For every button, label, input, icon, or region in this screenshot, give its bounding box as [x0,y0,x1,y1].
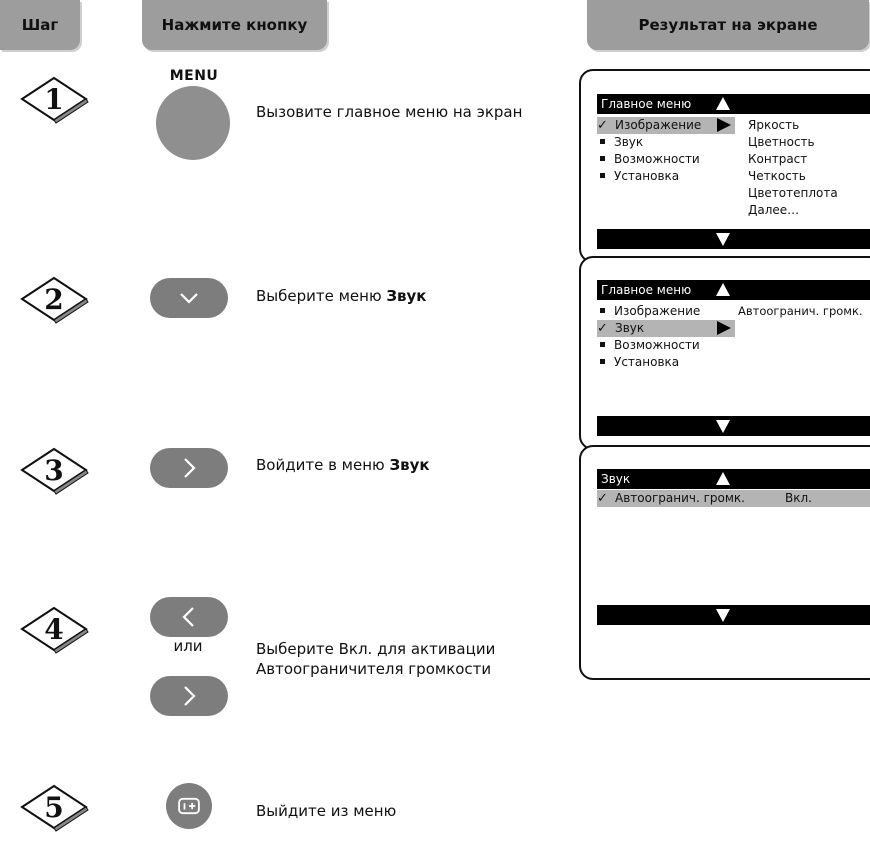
screen3-item-0: ✓ Автоогранич. громк. Вкл. [597,490,870,507]
screen1-sub-0: Яркость [748,118,800,132]
check-icon: ✓ [597,491,608,506]
bullet-icon [600,359,605,364]
chevron-right-icon [184,686,196,706]
chevron-down-icon [180,293,198,304]
left-button[interactable] [150,597,228,637]
or-label: или [173,637,203,655]
check-icon: ✓ [597,118,608,133]
screen1-sub-1: Цветность [748,135,815,149]
right-button[interactable] [150,676,228,716]
screen1-sub-5: Далее… [748,203,800,217]
up-arrow-icon [716,97,730,110]
diamond-icon [20,76,89,124]
screen2-item-3: Установка [597,354,679,371]
check-icon: ✓ [597,321,608,336]
screen2-item-0: Изображение [597,303,700,320]
instruction-5: Выйдите из меню [256,802,397,820]
screen3-title-bar: Звук [597,469,870,489]
screen3-item-label: Автоогранич. громк. [615,491,745,505]
chevron-left-icon [182,607,194,627]
step-number: 5 [44,790,64,824]
header-press-button: Нажмите кнопку [142,0,327,50]
step-number: 1 [44,82,64,116]
screen3-title: Звук [601,472,631,486]
screen1-sub-4: Цветотеплота [748,186,838,200]
screen2-sub-0: Автоогранич. громк. [738,304,863,318]
screen2-bottom-bar [597,416,870,436]
down-arrow-icon [716,233,730,246]
screen1-item-2: Возможности [597,151,700,168]
screen1-title: Главное меню [601,97,692,111]
screen2-title: Главное меню [601,283,692,297]
screen1-item-1: Звук [597,134,643,151]
diamond-icon [20,447,89,495]
diamond-icon [20,606,89,654]
step-badge-1: 1 [18,74,90,124]
header-step: Шаг [0,0,80,50]
menu-button[interactable] [156,86,230,160]
step-number: 3 [44,453,64,487]
step-badge-2: 2 [18,274,90,324]
instruction-4-line1: Выберите Вкл. для активации [256,640,496,658]
diamond-icon [20,784,89,832]
screen2-title-bar: Главное меню [597,280,870,300]
right-arrow-icon [717,321,731,335]
screen3-bottom-bar [597,605,870,625]
step-badge-4: 4 [18,604,90,654]
bullet-icon [600,139,605,144]
diamond-icon [20,276,89,324]
step-badge-5: 5 [18,782,90,832]
screen1-bottom-bar [597,229,870,249]
menu-button-label: MENU [169,68,219,84]
step-badge-3: 3 [18,445,90,495]
instruction-4-line2: Автоограничителя громкости [256,660,492,678]
info-plus-icon [178,797,200,815]
instruction-2: Выберите меню Звук [256,287,427,305]
screen2-item-2: Возможности [597,337,700,354]
down-button[interactable] [150,278,228,318]
right-arrow-icon [717,118,731,132]
down-arrow-icon [716,609,730,622]
instruction-4: Выберите Вкл. для активации Автоограничи… [256,639,495,679]
instruction-3: Войдите в меню Звук [256,456,430,474]
header-screen-result: Результат на экране [587,0,869,50]
info-plus-button[interactable] [166,783,212,829]
bullet-icon [600,308,605,313]
down-arrow-icon [716,420,730,433]
screen1-sub-3: Четкость [748,169,806,183]
up-arrow-icon [716,472,730,485]
bullet-icon [600,342,605,347]
screen1-item-0: ✓Изображение [597,117,735,134]
right-button[interactable] [150,448,228,488]
screen1-item-3: Установка [597,168,679,185]
up-arrow-icon [716,283,730,296]
bullet-icon [600,173,605,178]
screen2-item-1: ✓Звук [597,320,735,337]
step-number: 2 [44,282,64,316]
instruction-1: Вызовите главное меню на экран [256,103,523,121]
chevron-right-icon [184,458,196,478]
screen3-item-value: Вкл. [785,491,812,505]
step-number: 4 [44,612,64,646]
screen1-title-bar: Главное меню [597,94,870,114]
screen1-sub-2: Контраст [748,152,808,166]
bullet-icon [600,156,605,161]
